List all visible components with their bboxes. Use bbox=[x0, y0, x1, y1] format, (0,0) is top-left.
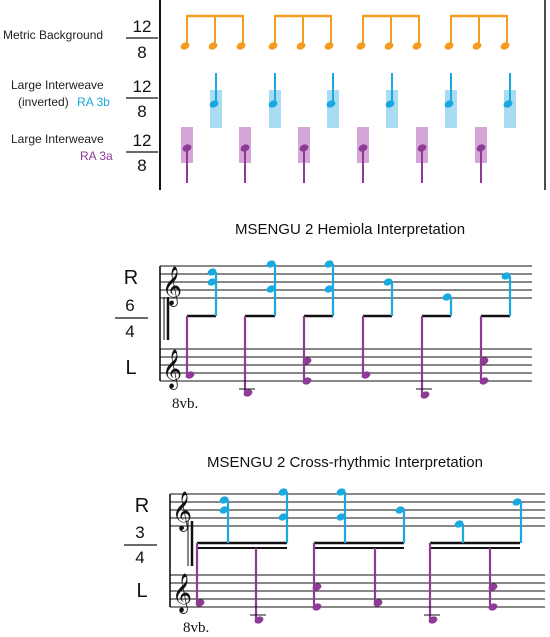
left-hand-note-head bbox=[302, 377, 312, 385]
row3-time-den: 8 bbox=[137, 156, 146, 175]
left-hand-note-head bbox=[254, 616, 264, 624]
ra3b-box bbox=[269, 90, 281, 128]
ra3a-note-head bbox=[240, 144, 250, 152]
left-hand-note-head bbox=[361, 371, 371, 379]
left-hand-note-head bbox=[488, 603, 498, 611]
left-hand-note-head bbox=[479, 357, 489, 365]
left-hand-note-head bbox=[373, 599, 383, 607]
section2-time-den: 4 bbox=[135, 548, 144, 567]
section2-title: MSENGU 2 Cross-rhythmic Interpretation bbox=[207, 454, 483, 471]
metric-note-head bbox=[296, 42, 306, 50]
right-hand-note-head bbox=[454, 520, 464, 528]
right-hand-note-head bbox=[336, 513, 346, 521]
left-hand-note-head bbox=[312, 583, 322, 591]
row2-time-den: 8 bbox=[137, 102, 146, 121]
section1-treble-clef-icon: 𝄞 bbox=[162, 266, 182, 307]
section2-left-hand-label: L bbox=[136, 580, 147, 602]
row2-sublabel-text: (inverted) bbox=[18, 95, 69, 109]
section1-lower-treble-clef-icon: 𝄞 bbox=[162, 349, 182, 390]
metric-note-head bbox=[268, 42, 278, 50]
right-hand-note-head bbox=[442, 293, 452, 301]
left-hand-note-head bbox=[428, 616, 438, 624]
section2-treble-clef-icon: 𝄞 bbox=[172, 491, 192, 532]
right-hand-note-head bbox=[278, 488, 288, 496]
right-hand-note-head bbox=[324, 285, 334, 293]
row3-sublabel-code: RA 3a bbox=[80, 149, 113, 163]
ra3a-note-head bbox=[417, 144, 427, 152]
ra3a-note-head bbox=[476, 144, 486, 152]
metric-note-head bbox=[324, 42, 334, 50]
row1-time-den: 8 bbox=[137, 43, 146, 62]
left-hand-note-head bbox=[488, 583, 498, 591]
section1-time-num: 6 bbox=[125, 296, 134, 315]
ra3b-note-head bbox=[268, 100, 278, 108]
ra3b-box bbox=[327, 90, 339, 128]
section1-right-hand-label: R bbox=[124, 267, 138, 289]
left-hand-note-head bbox=[479, 377, 489, 385]
right-hand-note-head bbox=[266, 260, 276, 268]
metric-note-head bbox=[444, 42, 454, 50]
section2-octave-mark: 8vb. bbox=[183, 620, 209, 636]
left-hand-note-head bbox=[312, 603, 322, 611]
metric-note-head bbox=[500, 42, 510, 50]
right-hand-note-head bbox=[512, 498, 522, 506]
section2-time-num: 3 bbox=[135, 523, 144, 542]
metric-note-head bbox=[208, 42, 218, 50]
row1-label: Metric Background bbox=[3, 28, 103, 42]
row2-label: Large Interweave bbox=[11, 78, 104, 92]
metric-note-head bbox=[180, 42, 190, 50]
row2-time-num: 12 bbox=[133, 77, 152, 96]
ra3b-box bbox=[210, 90, 222, 128]
ra3b-box bbox=[386, 90, 398, 128]
ra3b-note-head bbox=[385, 100, 395, 108]
right-hand-note-head bbox=[324, 260, 334, 268]
section2-lower-treble-clef-icon: 𝄞 bbox=[172, 573, 192, 614]
top-rhythm-rows bbox=[180, 14, 516, 183]
metric-note-head bbox=[472, 42, 482, 50]
ra3b-box bbox=[445, 90, 457, 128]
ra3a-note-head bbox=[358, 144, 368, 152]
section2-staff-system bbox=[169, 488, 545, 624]
metric-note-head bbox=[236, 42, 246, 50]
right-hand-note-head bbox=[501, 272, 511, 280]
section1-time-den: 4 bbox=[125, 322, 134, 341]
row3-label: Large Interweave bbox=[11, 132, 104, 146]
left-hand-note-head bbox=[302, 357, 312, 365]
row2-sublabel: (inverted) RA 3b bbox=[18, 93, 110, 110]
section1-left-hand-label: L bbox=[125, 357, 136, 379]
section1-staff-system bbox=[159, 260, 532, 399]
section1-title: MSENGU 2 Hemiola Interpretation bbox=[235, 221, 465, 238]
right-hand-note-head bbox=[336, 488, 346, 496]
ra3b-box bbox=[504, 90, 516, 128]
left-hand-note-head bbox=[420, 391, 430, 399]
ra3a-note-head bbox=[182, 144, 192, 152]
left-hand-note-head bbox=[185, 371, 195, 379]
ra3b-note-head bbox=[503, 100, 513, 108]
ra3b-note-head bbox=[444, 100, 454, 108]
metric-note-head bbox=[412, 42, 422, 50]
right-hand-note-head bbox=[395, 506, 405, 514]
row3-sublabel: RA 3a bbox=[80, 149, 113, 163]
row2-sublabel-code: RA 3b bbox=[77, 95, 110, 109]
section1-octave-mark: 8vb. bbox=[172, 396, 198, 412]
section2-right-hand-label: R bbox=[135, 495, 149, 517]
right-hand-note-head bbox=[383, 278, 393, 286]
metric-note-head bbox=[384, 42, 394, 50]
ra3b-note-head bbox=[326, 100, 336, 108]
left-hand-note-head bbox=[243, 389, 253, 397]
right-hand-note-head bbox=[266, 285, 276, 293]
row3-time-num: 12 bbox=[133, 131, 152, 150]
right-hand-note-head bbox=[219, 506, 229, 514]
left-hand-note-head bbox=[195, 599, 205, 607]
right-hand-note-head bbox=[278, 513, 288, 521]
metric-note-head bbox=[356, 42, 366, 50]
ra3a-note-head bbox=[299, 144, 309, 152]
ra3b-note-head bbox=[209, 100, 219, 108]
right-hand-note-head bbox=[207, 278, 217, 286]
right-hand-note-head bbox=[219, 496, 229, 504]
right-hand-note-head bbox=[207, 268, 217, 276]
row1-time-num: 12 bbox=[133, 17, 152, 36]
